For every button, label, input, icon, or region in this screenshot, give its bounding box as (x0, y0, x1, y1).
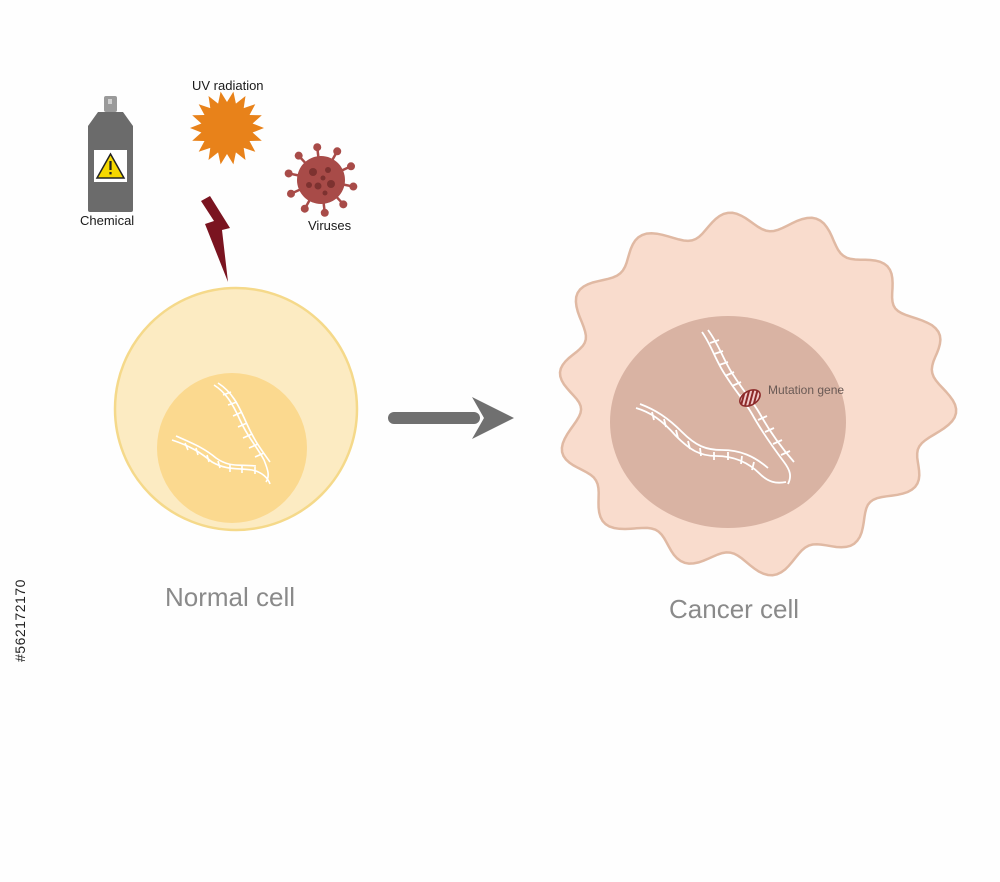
spray-can-icon (88, 96, 133, 212)
cancer-cell-label: Cancer cell (669, 594, 800, 624)
uv-radiation-label: UV radiation (192, 78, 264, 93)
warning-icon (95, 152, 126, 179)
mutation-gene-marker (739, 389, 761, 407)
chemical-label: Chemical (80, 213, 135, 228)
viruses-label: Viruses (308, 218, 352, 233)
cancer-nucleus (610, 316, 846, 528)
stock-id-wrapper: #562172170 (12, 579, 32, 882)
normal-cell-label: Normal cell (165, 582, 296, 612)
normal-cell (113, 286, 359, 532)
virus-icon (284, 143, 358, 217)
normal-dna (171, 382, 271, 485)
mutation-gene-label: Mutation gene (768, 383, 845, 397)
lightning-icon (201, 196, 230, 282)
normal-nucleus (157, 373, 307, 523)
arrow-right-icon (388, 397, 514, 439)
sun-icon (190, 91, 264, 165)
cancer-cell (558, 211, 958, 577)
stock-id: #562172170 (12, 579, 28, 662)
